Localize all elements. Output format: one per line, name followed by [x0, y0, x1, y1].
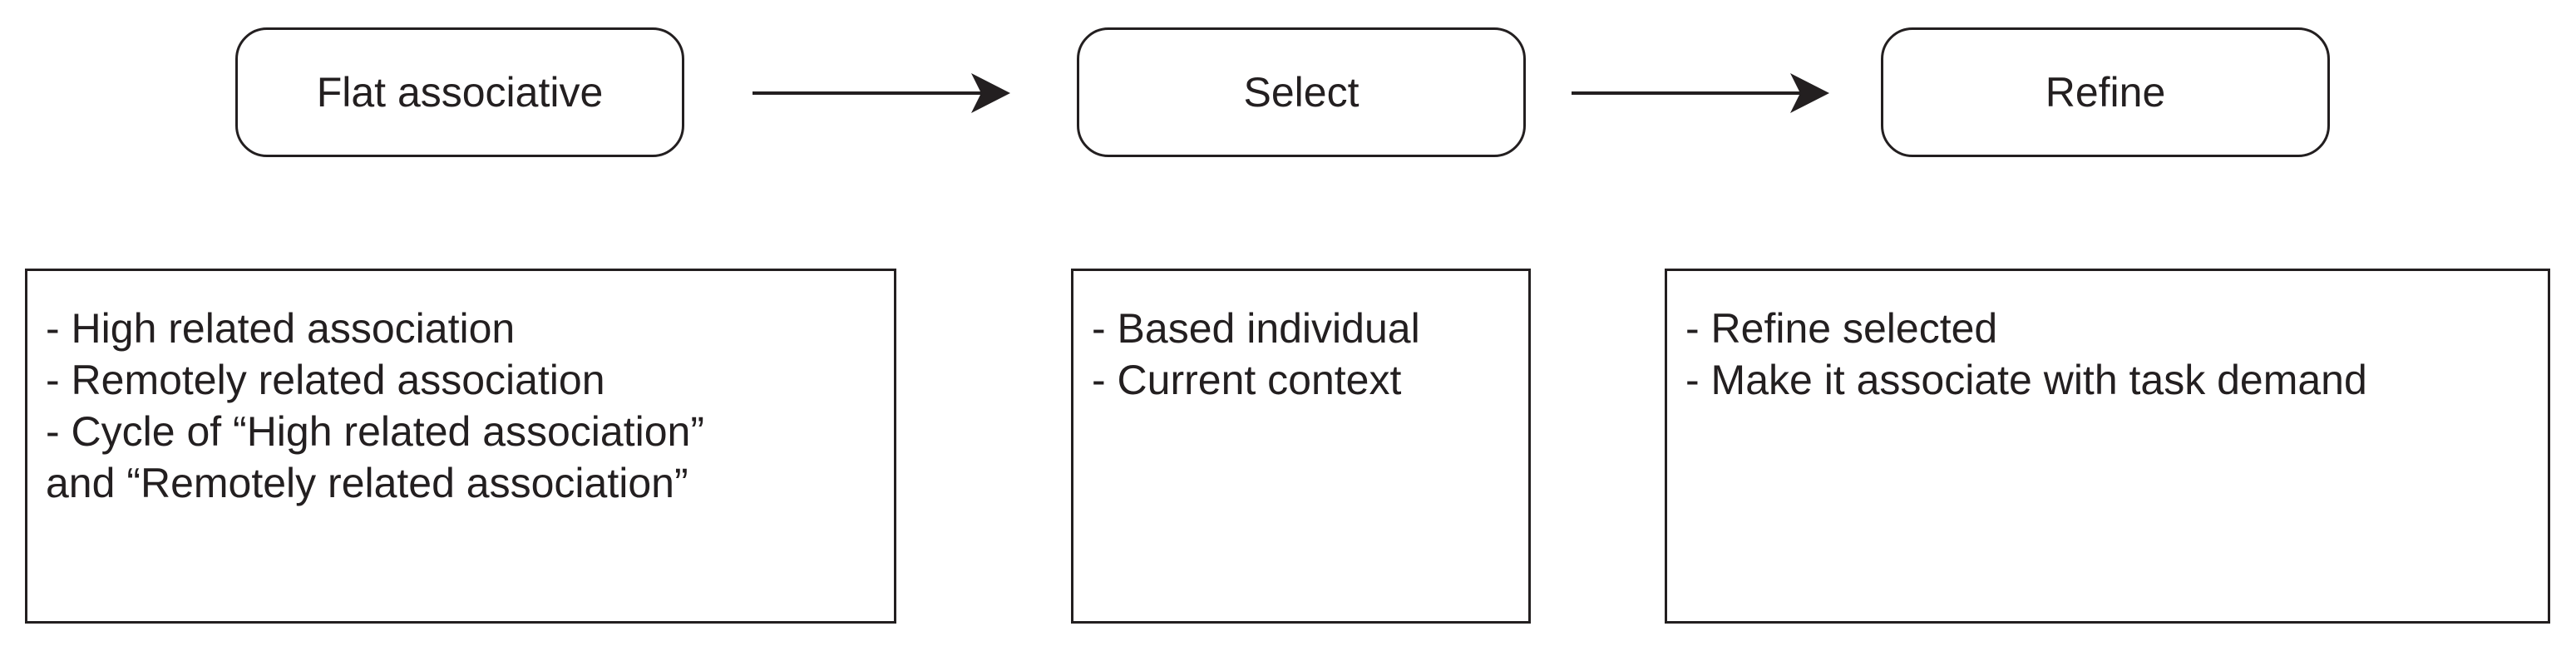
detail-line: - Make it associate with task demand: [1685, 357, 2367, 403]
details-refine: - Refine selected - Make it associate wi…: [1665, 269, 2550, 624]
stage-flat-associative: Flat associative: [235, 27, 684, 157]
detail-line: - High related association: [46, 305, 516, 352]
stage-refine: Refine: [1881, 27, 2330, 157]
arrow-head-icon: [1790, 73, 1829, 113]
detail-line: - Remotely related association: [46, 357, 605, 403]
details-select: - Based individual - Current context: [1071, 269, 1531, 624]
detail-line: - Refine selected: [1685, 305, 1998, 352]
details-flat-associative: - High related association - Remotely re…: [25, 269, 896, 624]
detail-line: - Current context: [1092, 357, 1402, 403]
stage-label: Select: [1243, 69, 1360, 116]
arrow-head-icon: [971, 73, 1010, 113]
stage-select: Select: [1077, 27, 1526, 157]
stage-label: Flat associative: [316, 69, 604, 116]
detail-line: - Cycle of “High related association”: [46, 408, 704, 455]
detail-line: and “Remotely related association”: [46, 460, 688, 506]
stage-label: Refine: [2045, 69, 2166, 116]
detail-line: - Based individual: [1092, 305, 1420, 352]
